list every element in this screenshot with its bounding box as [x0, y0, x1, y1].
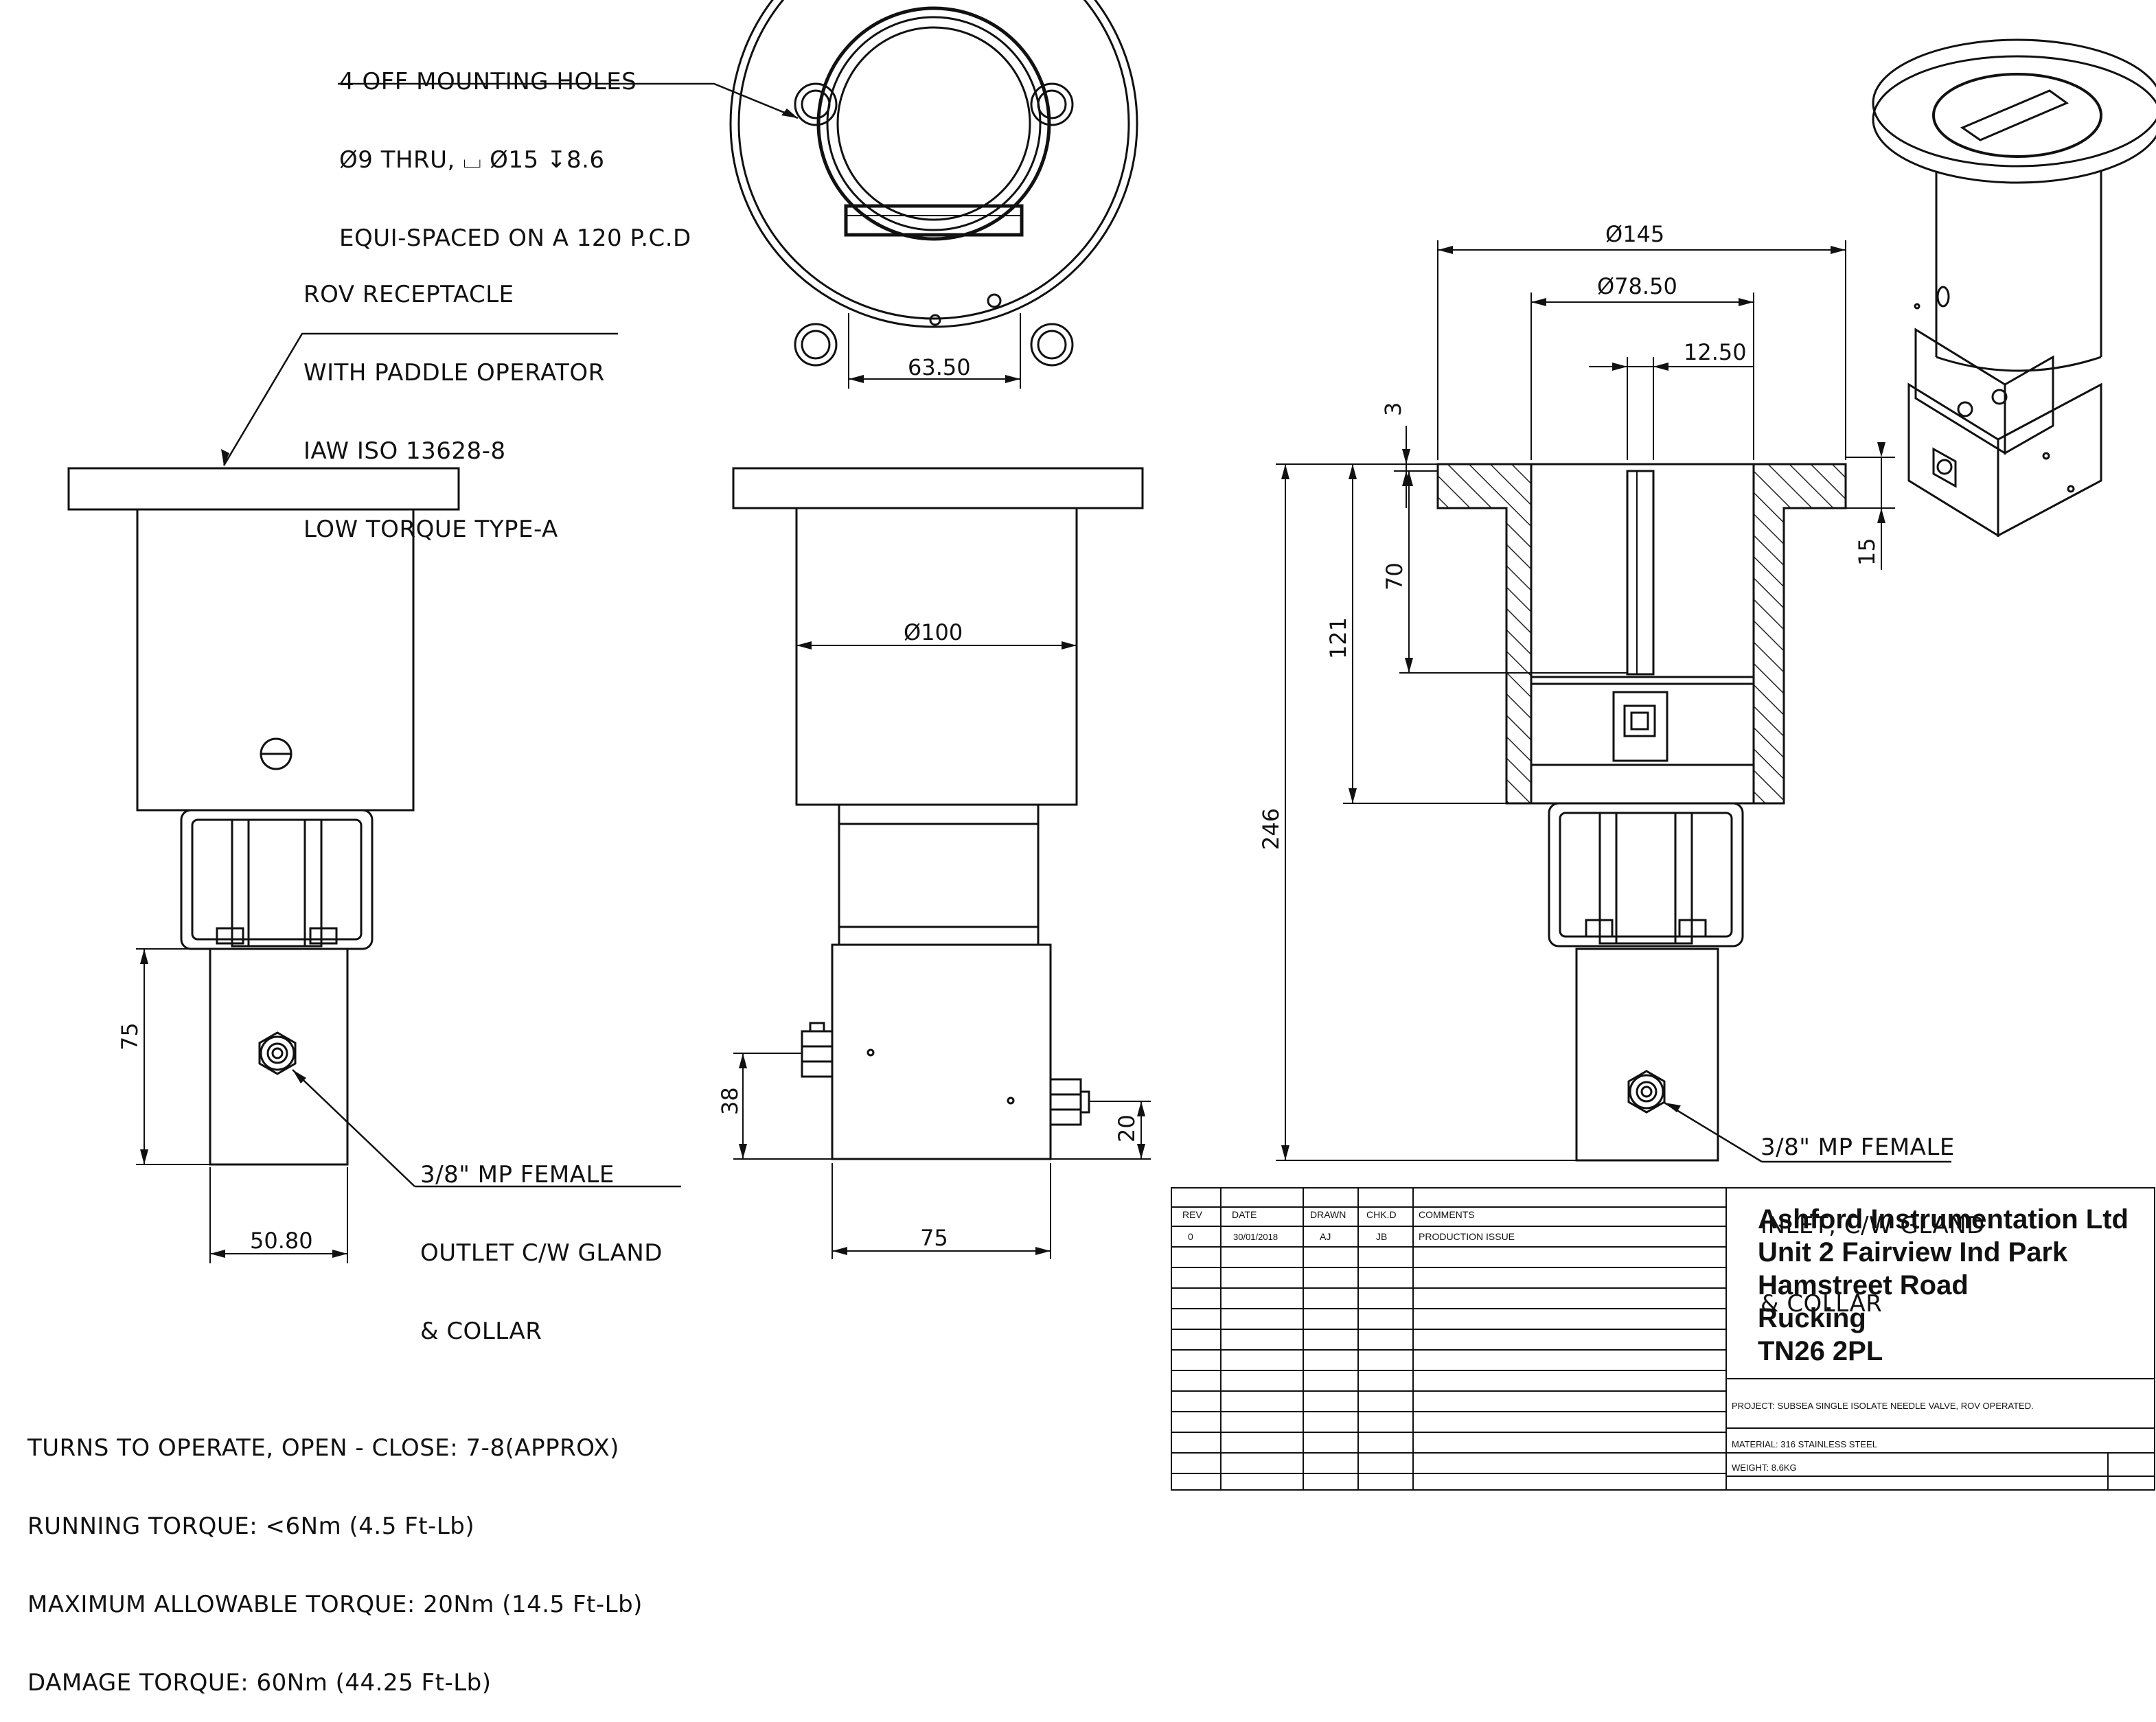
company-address: Ashford Instrumentation Ltd Unit 2 Fairv…: [1758, 1203, 2129, 1368]
dimension-lines: [136, 240, 1895, 1263]
title-block-texts: REV DATE DRAWN CHK.D COMMENTS 0 30/01/20…: [1182, 1209, 2034, 1473]
note-line: LOW TORQUE TYPE-A: [303, 516, 558, 543]
tb-header-rev: REV: [1182, 1209, 1202, 1220]
address-line: Unit 2 Fairview Ind Park: [1758, 1237, 2068, 1267]
note-line: ROV RECEPTACLE: [303, 281, 514, 308]
note-line: OUTLET C/W GLAND: [420, 1239, 663, 1267]
dim-63-50: 63.50: [908, 354, 971, 380]
outlet-note: 3/8" MP FEMALE OUTLET C/W GLAND & COLLAR: [420, 1110, 663, 1370]
note-line: TURNS TO OPERATE, OPEN - CLOSE: 7-8(APPR…: [27, 1434, 619, 1462]
paddle-top-view: [844, 204, 1024, 237]
note-line: 4 OFF MOUNTING HOLES: [339, 68, 637, 95]
tb-row-date: 30/01/2018: [1233, 1232, 1278, 1242]
title-block: [1171, 1187, 2155, 1491]
tb-row-drawn: AJ: [1320, 1231, 1331, 1242]
dim-dia-145: Ø145: [1605, 221, 1664, 247]
dim-50-80: 50.80: [250, 1228, 313, 1254]
dim-3: 3: [1380, 402, 1406, 416]
note-line: INLET, C/W GLAND: [1761, 1212, 1985, 1239]
dim-246: 246: [1258, 808, 1284, 850]
note-line: DAMAGE TORQUE: 60Nm (44.25 Ft-Lb): [27, 1669, 492, 1697]
tb-row-rev: 0: [1188, 1231, 1193, 1242]
front-view: [732, 467, 1144, 1160]
engineering-drawing: 63.50 Ø100 75 50.80 38 20 75 Ø145 Ø78.50…: [67, 0, 2156, 1491]
tb-weight: WEIGHT: 8.6KG: [1732, 1462, 1797, 1473]
note-line: RUNNING TORQUE: <6Nm (4.5 Ft-Lb): [27, 1513, 475, 1540]
dim-75-front: 75: [920, 1225, 948, 1251]
note-line: IAW ISO 13628-8: [303, 437, 506, 465]
tb-material: MATERIAL: 316 STAINLESS STEEL: [1732, 1439, 1877, 1449]
section-hatch: [1436, 463, 1533, 805]
note-line: & COLLAR: [420, 1318, 542, 1345]
section-view: [1436, 463, 1847, 1162]
dim-12-50: 12.50: [1684, 339, 1747, 365]
arrowheads: [140, 108, 1885, 1258]
dim-dia-100: Ø100: [904, 619, 963, 645]
isometric-view: [1872, 38, 2156, 538]
dim-dia-78-50: Ø78.50: [1597, 273, 1677, 299]
address-line: Rucking: [1758, 1303, 1866, 1333]
top-view: [729, 0, 1138, 367]
dim-38: 38: [717, 1087, 743, 1115]
note-line: 3/8" MP FEMALE: [420, 1161, 615, 1189]
operation-notes: TURNS TO OPERATE, OPEN - CLOSE: 7-8(APPR…: [27, 1383, 643, 1722]
leader-lines: [222, 82, 1951, 1188]
note-line: WITH PADDLE OPERATOR: [303, 359, 605, 387]
side-view: [67, 467, 460, 1166]
dim-75-left: 75: [117, 1022, 143, 1051]
note-line: Ø9 THRU, ⌴ Ø15 ↧8.6: [339, 146, 605, 174]
dim-121: 121: [1325, 617, 1351, 659]
inlet-note: 3/8" MP FEMALE INLET, C/W GLAND & COLLAR: [1761, 1082, 1985, 1343]
dim-70: 70: [1381, 562, 1408, 590]
tb-header-chkd: CHK.D: [1366, 1209, 1397, 1220]
tb-row-chkd: JB: [1376, 1231, 1387, 1242]
note-line: 3/8" MP FEMALE: [1761, 1134, 1955, 1161]
address-postcode: TN26 2PL: [1758, 1336, 1883, 1366]
note-line: EQUI-SPACED ON A 120 P.C.D: [339, 225, 691, 252]
tb-header-comments: COMMENTS: [1419, 1209, 1475, 1220]
outlet-port: [260, 1035, 295, 1071]
note-line: & COLLAR: [1761, 1290, 1883, 1318]
inlet-port: [1629, 1074, 1664, 1110]
tb-header-date: DATE: [1232, 1209, 1257, 1220]
mounting-holes-note: 4 OFF MOUNTING HOLES Ø9 THRU, ⌴ Ø15 ↧8.6…: [339, 16, 691, 277]
company-name: Ashford Instrumentation Ltd: [1758, 1204, 2129, 1235]
tb-project: PROJECT: SUBSEA SINGLE ISOLATE NEEDLE VA…: [1732, 1401, 2034, 1411]
note-line: MAXIMUM ALLOWABLE TORQUE: 20Nm (14.5 Ft-…: [27, 1591, 643, 1618]
tb-row-comments: PRODUCTION ISSUE: [1419, 1231, 1515, 1242]
rov-receptacle-note: ROV RECEPTACLE WITH PADDLE OPERATOR IAW …: [303, 229, 605, 569]
paddle-section: [1626, 470, 1655, 676]
dimension-texts: 63.50 Ø100 75 50.80 38 20 75 Ø145 Ø78.50…: [117, 221, 1880, 1254]
dim-15: 15: [1854, 538, 1880, 566]
address-line: Hamstreet Road: [1758, 1270, 1969, 1300]
tb-header-drawn: DRAWN: [1310, 1209, 1346, 1220]
dim-20: 20: [1114, 1114, 1140, 1143]
